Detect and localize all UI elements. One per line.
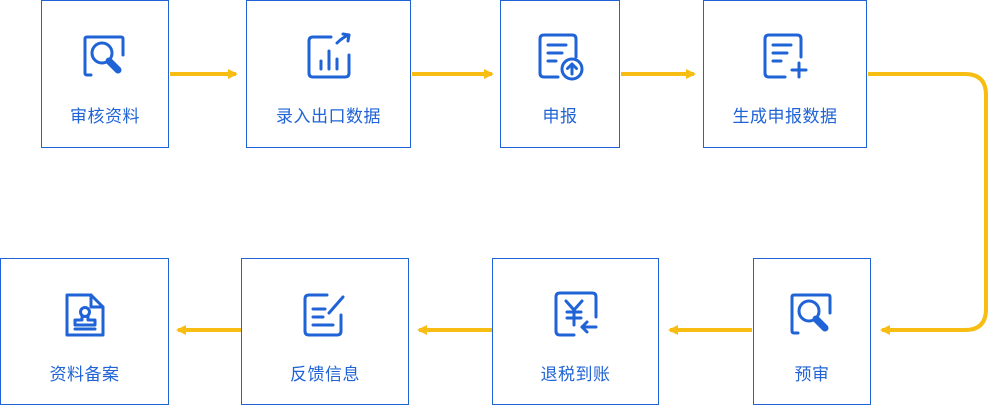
stamp-document-icon [57, 287, 113, 343]
step-enter-export-data: 录入出口数据 [246, 0, 411, 148]
yuan-refund-icon [548, 287, 604, 343]
step-label: 申报 [542, 107, 578, 127]
search-document-icon [784, 287, 840, 343]
step-review-documents: 审核资料 [41, 0, 169, 148]
step-label: 审核资料 [70, 107, 140, 127]
chart-entry-icon [301, 29, 357, 85]
search-document-icon [77, 29, 133, 85]
step-label: 生成申报数据 [732, 107, 838, 127]
step-label: 录入出口数据 [276, 107, 381, 127]
step-generate-declaration-data: 生成申报数据 [703, 0, 867, 148]
step-label: 预审 [794, 365, 830, 385]
step-archive-documents: 资料备案 [0, 258, 169, 405]
step-label: 资料备案 [49, 365, 120, 385]
step-label: 退税到账 [540, 365, 611, 385]
step-pre-review: 预审 [753, 258, 871, 405]
add-document-icon [757, 29, 813, 85]
arrow-4-5 [868, 72, 988, 335]
step-refund-received: 退税到账 [492, 258, 659, 405]
step-feedback: 反馈信息 [241, 258, 409, 405]
edit-note-icon [297, 287, 353, 343]
step-label: 反馈信息 [290, 365, 360, 385]
step-declare: 申报 [500, 0, 620, 148]
upload-document-icon [532, 29, 588, 85]
